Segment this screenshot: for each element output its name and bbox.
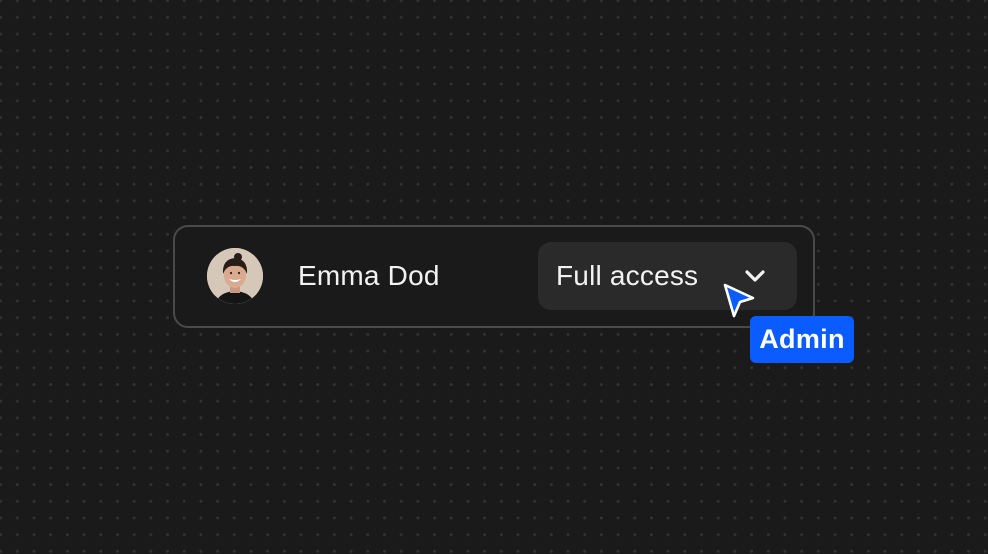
chevron-down-icon [745, 270, 765, 282]
user-permission-row: Emma Dod Full access [173, 225, 815, 328]
permission-dropdown[interactable]: Full access [538, 242, 797, 310]
avatar-photo-icon [207, 248, 263, 304]
avatar [207, 248, 263, 304]
admin-role-badge: Admin [750, 316, 854, 363]
pointer-cursor-icon [723, 283, 755, 318]
user-name: Emma Dod [298, 260, 440, 291]
permission-selected-value: Full access [556, 260, 699, 291]
